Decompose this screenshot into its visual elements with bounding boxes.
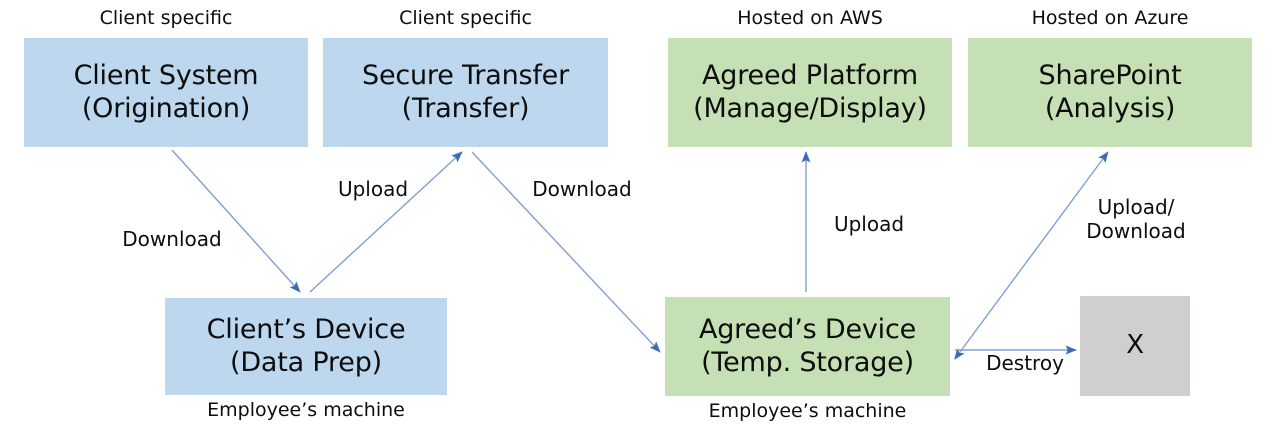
caption-text: Hosted on AWS — [737, 7, 883, 29]
node-title-line1: X — [1126, 330, 1144, 361]
caption-secure-transfer: Client specific — [323, 7, 608, 30]
caption-text: Hosted on Azure — [1031, 7, 1189, 29]
node-title-line1: Client System — [73, 60, 259, 92]
edge-label-line1: Download — [122, 227, 222, 251]
node-agreeds-device[interactable]: Agreed’s Device (Temp. Storage) — [665, 297, 950, 396]
edge-label-destroy: Destroy — [977, 351, 1073, 376]
caption-agreeds-device: Employee’s machine — [665, 400, 950, 423]
caption-text: Employee’s machine — [207, 399, 405, 421]
caption-client-system: Client specific — [24, 7, 308, 30]
node-title-line2: (Transfer) — [401, 92, 530, 124]
node-clients-device[interactable]: Client’s Device (Data Prep) — [165, 298, 447, 395]
node-title-line2: (Origination) — [81, 92, 251, 124]
caption-agreed-platform: Hosted on AWS — [668, 7, 952, 30]
caption-sharepoint: Hosted on Azure — [968, 7, 1252, 30]
connector-client-system-to-clients-device — [171, 149, 301, 293]
node-agreed-platform[interactable]: Agreed Platform (Manage/Display) — [668, 38, 952, 147]
caption-text: Client specific — [399, 7, 532, 29]
edge-label-line1: Upload — [833, 212, 905, 236]
caption-text: Employee’s machine — [708, 400, 907, 422]
edge-label-upload-secure-transfer: Upload — [327, 177, 419, 202]
node-title-line1: SharePoint — [1038, 60, 1182, 92]
edge-label-upload-download-sharepoint: Upload/ Download — [1075, 195, 1197, 243]
caption-text: Client specific — [99, 7, 233, 29]
node-secure-transfer[interactable]: Secure Transfer (Transfer) — [323, 38, 608, 147]
edge-label-line1: Download — [532, 177, 632, 201]
node-title-line1: Client’s Device — [206, 314, 406, 346]
node-title-line2: (Manage/Display) — [693, 92, 927, 124]
node-title-line1: Agreed Platform — [702, 60, 918, 92]
caption-clients-device: Employee’s machine — [165, 399, 447, 422]
node-sharepoint[interactable]: SharePoint (Analysis) — [968, 38, 1252, 147]
edge-label-upload-agreed-platform: Upload — [823, 212, 915, 237]
node-destroyed[interactable]: X — [1080, 296, 1190, 396]
edge-label-line1: Upload — [337, 177, 409, 201]
node-title-line2: (Analysis) — [1044, 92, 1176, 124]
node-title-line1: Agreed’s Device — [698, 314, 917, 346]
node-title-line2: (Temp. Storage) — [701, 346, 914, 378]
edge-label-line1: Upload/ — [1097, 195, 1175, 219]
edge-label-download-client-system: Download — [112, 227, 232, 252]
edge-label-line1: Destroy — [986, 351, 1064, 375]
node-client-system[interactable]: Client System (Origination) — [24, 38, 308, 147]
connector-clients-device-to-secure-transfer — [309, 151, 463, 293]
node-title-line2: (Data Prep) — [230, 346, 382, 378]
node-title-line1: Secure Transfer — [362, 60, 569, 92]
edge-label-download-agreeds-device: Download — [521, 177, 643, 202]
edge-label-line2: Download — [1086, 218, 1186, 243]
